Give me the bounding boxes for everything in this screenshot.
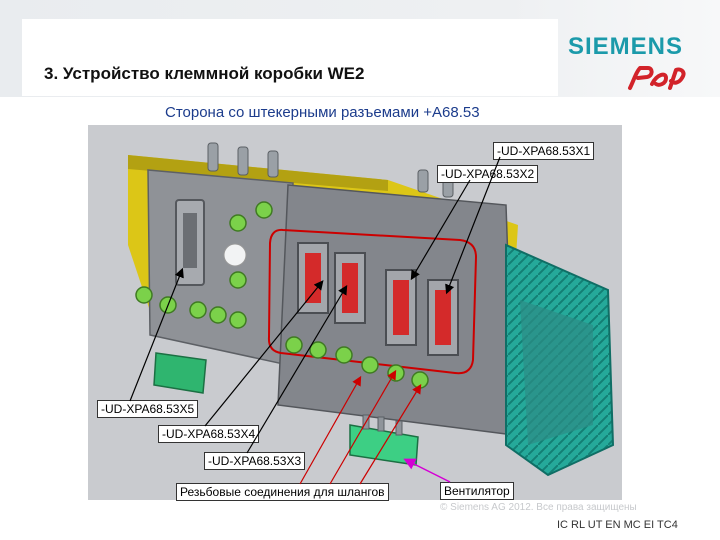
rzd-logo (628, 66, 686, 90)
slide-subtitle: Сторона со штекерными разъемами +A68.53 (165, 104, 480, 121)
left-plate (147, 169, 294, 366)
terminal-box-render (88, 125, 622, 500)
callout-x2: -UD-XPA68.53X2 (437, 165, 539, 183)
copyright-notice: © Siemens AG 2012. Все права защищены (440, 502, 637, 513)
slide-title: 3. Устройство клеммной коробки WE2 (44, 64, 365, 83)
callout-x4: -UD-XPA68.53X4 (158, 425, 260, 443)
title-box (22, 19, 558, 96)
callout-fan: Вентилятор (440, 482, 514, 500)
callout-x3: -UD-XPA68.53X3 (204, 452, 306, 470)
callout-x5: -UD-XPA68.53X5 (97, 400, 199, 418)
department-code: IC RL UT EN MC EI TC4 (557, 519, 678, 531)
green-block (153, 352, 207, 394)
callout-x1: -UD-XPA68.53X1 (493, 142, 595, 160)
terminal-box-illustration (88, 125, 622, 500)
callout-hoses: Резьбовые соединения для шлангов (176, 483, 389, 501)
siemens-logo: SIEMENS (568, 33, 684, 60)
